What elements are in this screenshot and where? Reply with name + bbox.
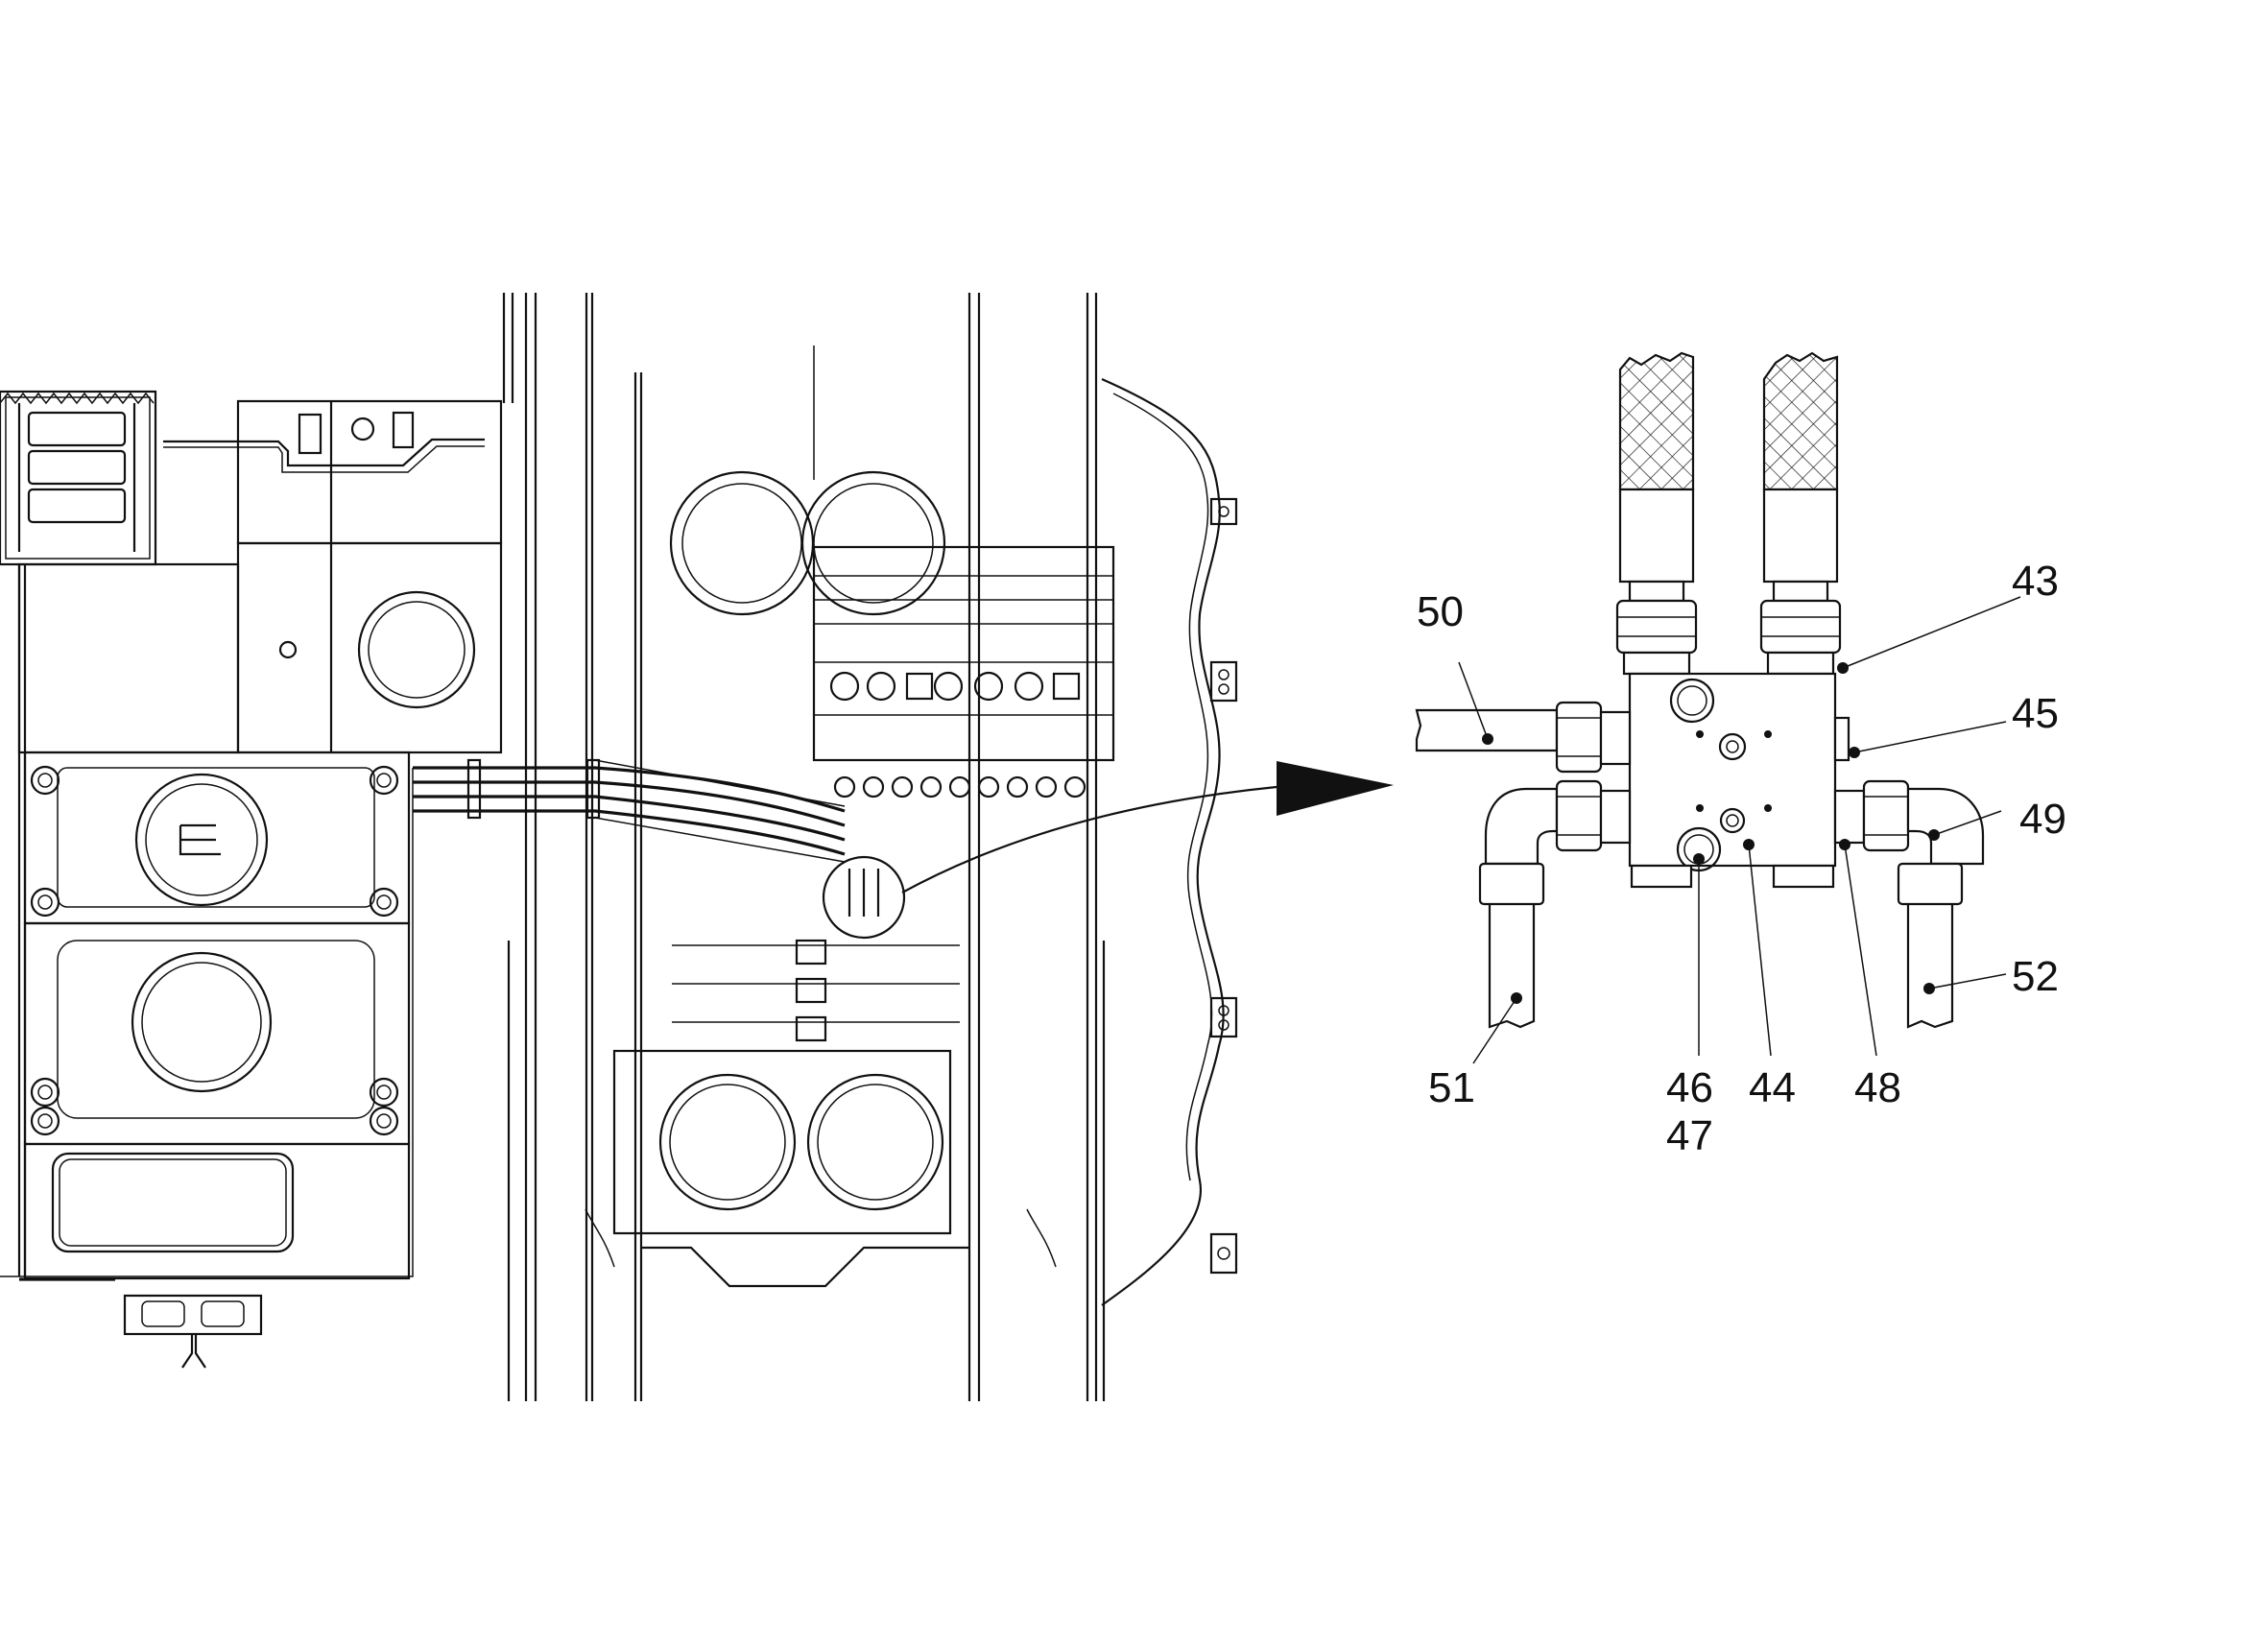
callout-labels: 43 44 45 46 47 48 49 50 51 52 xyxy=(1417,558,2066,1159)
callout-50: 50 xyxy=(1417,588,1464,635)
left-frame xyxy=(0,564,414,1369)
callout-49: 49 xyxy=(2019,796,2066,843)
callout-51: 51 xyxy=(1428,1064,1475,1111)
callout-52: 52 xyxy=(2012,953,2059,1000)
leader-lines xyxy=(1458,596,2021,1064)
valve-bank xyxy=(814,671,1113,799)
central-column xyxy=(413,293,1115,1401)
callout-45: 45 xyxy=(2012,690,2059,737)
valve-block xyxy=(1628,672,1850,889)
braided-hoses xyxy=(1618,351,1839,584)
callout-48: 48 xyxy=(1854,1064,1901,1111)
callout-44: 44 xyxy=(1749,1064,1796,1111)
detail-view: 43 44 45 46 47 48 49 50 51 52 xyxy=(1415,351,2066,1159)
hose-bundle xyxy=(413,758,846,863)
overview-drawing xyxy=(0,293,1394,1401)
callout-47: 47 xyxy=(1666,1112,1713,1159)
callout-46: 46 xyxy=(1666,1064,1713,1111)
detail-arrow xyxy=(901,761,1394,894)
right-frame xyxy=(1101,377,1238,1306)
radiator-block xyxy=(0,390,157,566)
callout-43: 43 xyxy=(2012,558,2059,605)
